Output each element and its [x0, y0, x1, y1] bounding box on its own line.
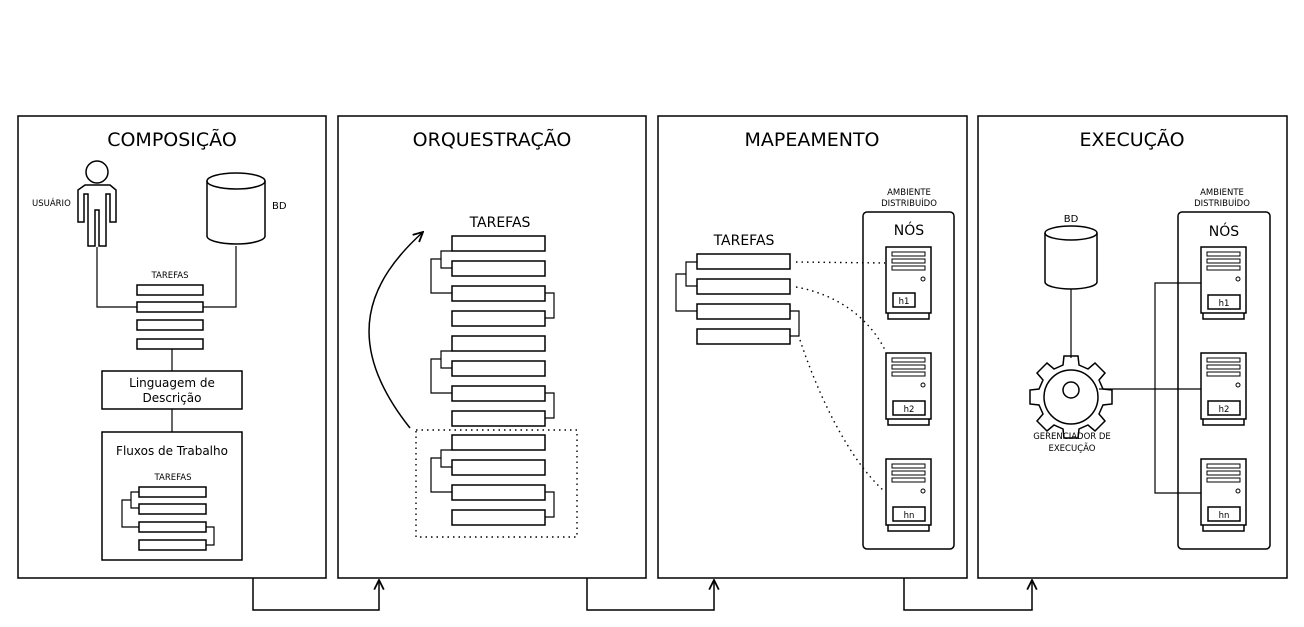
tasks-label: TAREFAS [151, 271, 189, 281]
node-label: h1 [1219, 299, 1230, 309]
panel-border [17, 115, 327, 579]
panel-border [977, 115, 1288, 579]
task-bar [451, 484, 546, 501]
mapping-link [799, 339, 884, 491]
server-node-icon: h1 [885, 246, 932, 320]
description-language-line2: Descrição [142, 391, 201, 405]
manager-label-line1: GERENCIADOR DE [1033, 432, 1111, 442]
node-label: h2 [904, 405, 915, 415]
task-bar [451, 260, 546, 277]
panel-title: MAPEAMENTO [744, 129, 879, 151]
task-bar [451, 410, 546, 427]
database-icon [206, 172, 266, 245]
node-label: h2 [1219, 405, 1230, 415]
task-bar [451, 434, 546, 451]
task-bar [138, 521, 207, 533]
node-label: hn [1219, 511, 1230, 521]
task-group [430, 235, 555, 327]
panel-title: EXECUÇÃO [1079, 128, 1184, 151]
description-language-box [101, 370, 243, 410]
cycle-arrow [368, 232, 423, 429]
database-label: BD [1064, 214, 1079, 225]
task-bar [451, 360, 546, 377]
task-bar [696, 328, 791, 345]
task-bar [451, 310, 546, 327]
server-node-icon: hn [1200, 458, 1247, 532]
env-label-line2: DISTRIBUÍDO [1194, 197, 1250, 209]
task-list [136, 284, 204, 350]
user-icon [77, 160, 117, 247]
database-label: BD [272, 201, 287, 212]
tasks-label: TAREFAS [713, 233, 775, 249]
server-node-icon: hn [885, 458, 932, 532]
task-bar [451, 385, 546, 402]
workflows-label: Fluxos de Trabalho [116, 444, 228, 458]
database-icon [1044, 225, 1098, 290]
node-label: h1 [899, 297, 910, 307]
task-group [430, 434, 555, 526]
description-language-line1: Linguagem de [129, 376, 215, 390]
task-bar [451, 509, 546, 526]
task-bar [136, 284, 204, 296]
panel-orquestracao: ORQUESTRAÇÃO TAREFAS [337, 115, 647, 579]
panel-border [337, 115, 647, 579]
task-bar [696, 303, 791, 320]
flow-arrow-composicao-orquestracao [252, 578, 379, 611]
task-bar [136, 319, 204, 331]
mapping-link [795, 261, 886, 264]
task-bar [136, 338, 204, 350]
task-bar [451, 335, 546, 352]
flow-arrow-mapeamento-execucao [903, 578, 1032, 611]
nodes-label: NÓS [1209, 222, 1239, 240]
task-bar [696, 278, 791, 295]
server-node-icon: h2 [885, 352, 932, 426]
task-bar [451, 459, 546, 476]
server-node-icon: h1 [1200, 246, 1247, 320]
task-bar [138, 486, 207, 498]
distributed-environment [862, 211, 955, 550]
manager-label-line2: EXECUÇÃO [1048, 443, 1095, 454]
user-label: USUÁRIO [32, 197, 71, 209]
node-label: hn [904, 511, 915, 521]
panel-title: ORQUESTRAÇÃO [413, 128, 572, 151]
task-bar [136, 301, 204, 313]
task-bar [138, 503, 207, 515]
panel-border [657, 115, 968, 579]
current-group-highlight [415, 429, 578, 538]
panel-execucao: EXECUÇÃO BD GERENCIADOR DE EXECUÇÃO AMBI… [977, 115, 1288, 579]
server-node-icon: h2 [1200, 352, 1247, 426]
tasks-label: TAREFAS [469, 215, 531, 231]
distributed-environment [1177, 211, 1271, 550]
gear-icon [1029, 355, 1113, 439]
workflow-task-list [121, 486, 215, 551]
panel-composicao: COMPOSIÇÃO USUÁRIO BD TAREFAS Linguagem … [17, 115, 327, 579]
workflows-tasks-label: TAREFAS [154, 473, 192, 483]
env-label-line1: AMBIENTE [1200, 188, 1244, 198]
task-list [675, 253, 800, 345]
mapping-link [795, 286, 886, 351]
panel-title: COMPOSIÇÃO [107, 128, 237, 151]
task-group [430, 335, 555, 427]
task-bar [451, 235, 546, 252]
task-bar [138, 539, 207, 551]
flow-arrow-orquestracao-mapeamento [586, 578, 714, 611]
nodes-label: NÓS [894, 221, 924, 239]
panel-mapeamento: MAPEAMENTO TAREFAS AMBIENTE DISTRIBUÍDO … [657, 115, 968, 579]
task-bar [696, 253, 791, 270]
env-label-line2: DISTRIBUÍDO [881, 197, 937, 209]
env-label-line1: AMBIENTE [887, 188, 931, 198]
task-bar [451, 285, 546, 302]
